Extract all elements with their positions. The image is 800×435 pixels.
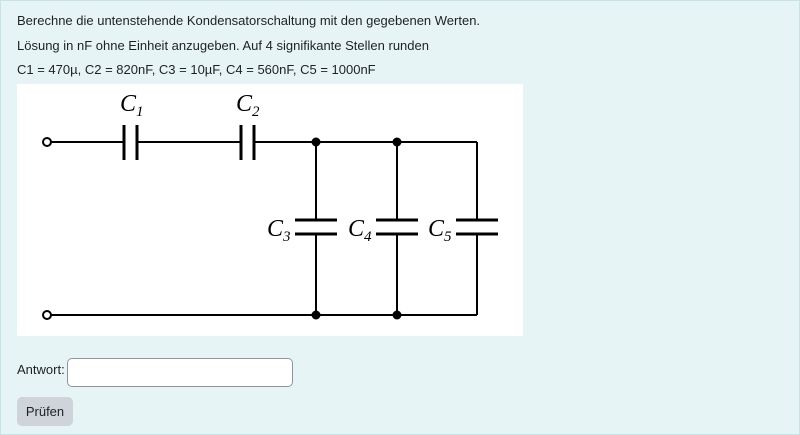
capacitor-c5-symbol bbox=[456, 218, 498, 236]
input-terminal-bottom bbox=[42, 310, 52, 320]
capacitor-c4-label: C4 bbox=[348, 216, 372, 245]
input-terminal-top bbox=[42, 137, 52, 147]
junction-dot bbox=[311, 137, 321, 147]
question-instruction-line: Lösung in nF ohne Einheit anzugeben. Auf… bbox=[17, 38, 429, 53]
capacitor-c5-label: C5 bbox=[428, 216, 452, 245]
answer-label: Antwort: bbox=[17, 362, 65, 377]
question-values-line: C1 = 470µ, C2 = 820nF, C3 = 10µF, C4 = 5… bbox=[17, 62, 376, 77]
question-text-line: Berechne die untenstehende Kondensatorsc… bbox=[17, 13, 481, 28]
check-button[interactable]: Prüfen bbox=[17, 397, 73, 426]
answer-input[interactable] bbox=[67, 358, 293, 387]
capacitor-c4-symbol bbox=[376, 218, 418, 236]
junction-dot bbox=[392, 137, 402, 147]
capacitor-c2-label: C2 bbox=[236, 91, 260, 120]
capacitor-c1-symbol bbox=[122, 125, 139, 160]
capacitor-circuit-diagram: C1 C2 C3 C4 C5 bbox=[17, 84, 523, 336]
capacitor-c2-symbol bbox=[239, 125, 256, 160]
capacitor-c3-symbol bbox=[295, 218, 337, 236]
junction-dot bbox=[311, 310, 321, 320]
capacitor-c1-label: C1 bbox=[120, 91, 144, 120]
capacitor-c3-label: C3 bbox=[267, 216, 291, 245]
junction-dot bbox=[392, 310, 402, 320]
